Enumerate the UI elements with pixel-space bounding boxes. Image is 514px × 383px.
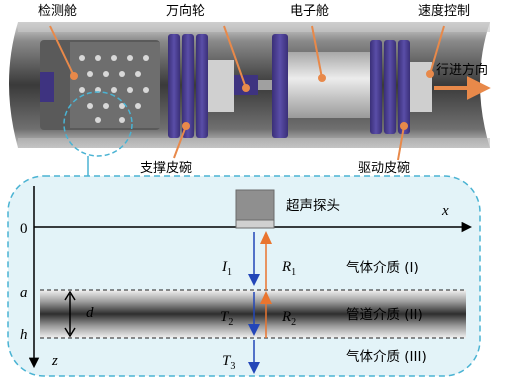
transducer-body [235,189,275,223]
drive-cup-2 [384,40,396,134]
robot-photo [9,22,491,176]
R1-label: R1 [282,259,297,278]
zoom-circle [63,91,133,157]
schematic-panel [7,175,481,377]
origin-label: 0 [20,221,28,237]
support-cup-3 [196,34,208,138]
speed-control-unit [410,62,432,112]
front-cup [40,72,54,102]
drive-cup-1 [370,40,382,134]
support-cup-1 [168,34,180,138]
support-hub [208,60,234,112]
a-label: a [20,285,28,301]
T2-label: T2 [220,309,234,328]
R2-label: R2 [282,309,297,328]
support-cup-2 [182,34,194,138]
callouts [49,25,445,161]
I1-label: I1 [222,259,232,278]
label-support-cup: 支撑皮碗 [140,161,193,176]
electronic-cabin-body [288,52,370,118]
label-transducer: 超声探头 [286,198,340,214]
label-direction: 行进方向 [436,63,489,78]
d-label: d [86,305,94,321]
label-detection-cabin: 检测舱 [38,4,78,19]
drive-cup-3 [398,40,410,134]
T3-label: T3 [222,353,236,372]
medium-3-label: 气体介质 (III) [346,349,427,365]
medium-2-label: 管道介质 (II) [346,307,423,323]
detection-holes [79,55,149,123]
label-electronic-cabin: 电子舱 [290,4,330,19]
h-label: h [20,327,28,343]
label-drive-cup: 驱动皮碗 [358,161,411,176]
medium-1-label: 气体介质 (I) [346,260,419,276]
electronic-cup [272,34,288,138]
axis-x-label: x [442,203,449,219]
axis-z-label: z [52,353,58,369]
wave-arrows [248,231,272,374]
label-speed-control: 速度控制 [418,4,471,19]
label-universal-wheel: 万向轮 [166,4,206,19]
